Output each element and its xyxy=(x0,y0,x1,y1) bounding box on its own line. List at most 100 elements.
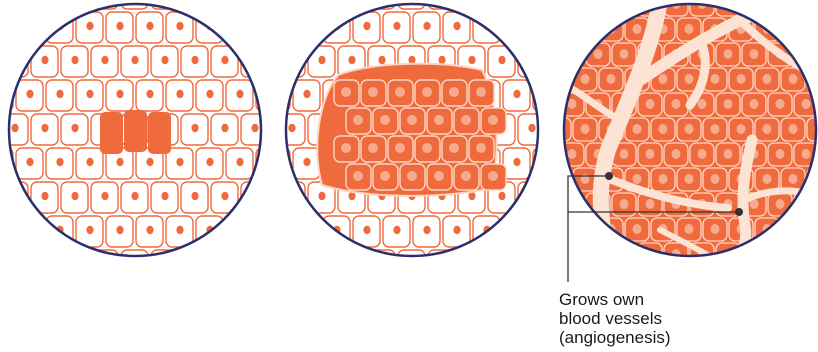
cell-nucleus xyxy=(0,22,4,30)
tumor-nucleus xyxy=(633,224,642,234)
tumor-nucleus xyxy=(568,0,577,9)
cell-nucleus xyxy=(543,22,550,30)
cell-nucleus xyxy=(0,90,4,98)
tumor-cell xyxy=(612,0,636,16)
abnormal-nucleus xyxy=(449,143,459,153)
cell-nucleus xyxy=(176,158,183,166)
cell-nucleus xyxy=(528,192,535,200)
cell-nucleus xyxy=(243,226,250,234)
abnormal-cell xyxy=(148,112,171,154)
cell-nucleus xyxy=(56,90,63,98)
cell-nucleus xyxy=(438,260,445,268)
tumor-nucleus xyxy=(815,174,818,184)
cell xyxy=(256,80,283,111)
tumor-nucleus xyxy=(633,124,642,134)
cell xyxy=(353,284,380,315)
cell-nucleus xyxy=(221,56,228,64)
cell xyxy=(1,250,28,281)
cell xyxy=(271,182,298,213)
tumor-nucleus xyxy=(568,149,577,159)
cell-nucleus xyxy=(11,124,18,132)
tumor-nucleus xyxy=(542,0,551,9)
cell xyxy=(443,284,470,315)
cell-nucleus xyxy=(423,226,430,234)
cell xyxy=(226,12,253,43)
cell-nucleus xyxy=(116,294,123,302)
abnormal-nucleus xyxy=(353,115,363,125)
tumor-nucleus xyxy=(646,99,655,109)
cell-nucleus xyxy=(101,260,108,268)
cell-nucleus xyxy=(116,22,123,30)
abnormal-nucleus xyxy=(422,87,432,97)
cell-nucleus xyxy=(131,260,138,268)
cell-nucleus xyxy=(258,56,265,64)
tumor-nucleus xyxy=(620,149,629,159)
cell-nucleus xyxy=(266,158,273,166)
tumor-nucleus xyxy=(607,74,616,84)
cell xyxy=(248,250,275,281)
tumor-nucleus xyxy=(542,149,551,159)
tumor-nucleus xyxy=(555,74,564,84)
cell-nucleus xyxy=(288,260,295,268)
cell-nucleus xyxy=(408,260,415,268)
cell xyxy=(503,12,530,43)
angiogenesis-caption: Grows own blood vessels (angiogenesis) xyxy=(559,290,799,347)
cell-nucleus xyxy=(438,56,445,64)
tumor-nucleus xyxy=(659,74,668,84)
cell-nucleus xyxy=(296,226,303,234)
cell-nucleus xyxy=(266,226,273,234)
tumor-nucleus xyxy=(776,199,785,209)
cell-nucleus xyxy=(288,56,295,64)
cell-nucleus xyxy=(228,260,235,268)
cell-nucleus xyxy=(513,22,520,30)
cell xyxy=(31,0,58,9)
cell-nucleus xyxy=(0,226,4,234)
tumor-cell xyxy=(781,18,805,41)
tumor-nucleus xyxy=(776,99,785,109)
cell-nucleus xyxy=(303,90,310,98)
cell-nucleus xyxy=(71,260,78,268)
cell-nucleus xyxy=(146,90,153,98)
cell xyxy=(1,0,28,9)
cell-nucleus xyxy=(273,294,280,302)
tumor-cell xyxy=(534,243,558,266)
cell-nucleus xyxy=(528,56,535,64)
tumor-nucleus xyxy=(737,124,746,134)
tumor-nucleus xyxy=(620,49,629,59)
cell-nucleus xyxy=(41,260,48,268)
cell xyxy=(166,284,193,315)
cell xyxy=(218,250,245,281)
cell-nucleus xyxy=(251,192,258,200)
cell-nucleus xyxy=(116,226,123,234)
tumor-nucleus xyxy=(672,149,681,159)
cell-nucleus xyxy=(116,158,123,166)
tumor-nucleus xyxy=(685,24,694,34)
cell xyxy=(241,250,268,281)
cell-nucleus xyxy=(483,294,490,302)
leader-dot-vessel-1 xyxy=(605,172,613,180)
cell xyxy=(278,182,305,213)
tumor-nucleus xyxy=(542,249,551,259)
tumor-cell xyxy=(768,243,792,266)
abnormal-nucleus xyxy=(461,115,471,125)
cell-nucleus xyxy=(251,260,258,268)
tumor-nucleus xyxy=(620,249,629,259)
tumor-nucleus xyxy=(724,49,733,59)
tumor-nucleus xyxy=(568,249,577,259)
tumor-cell xyxy=(794,243,818,266)
caption-line-2: blood vessels xyxy=(559,309,799,328)
cell xyxy=(248,46,275,77)
tumor-nucleus xyxy=(711,124,720,134)
cell-nucleus xyxy=(558,260,565,268)
cell xyxy=(263,80,290,111)
cell xyxy=(16,284,43,315)
tumor-cell xyxy=(547,68,571,91)
cell-nucleus xyxy=(56,294,63,302)
cell-nucleus xyxy=(86,158,93,166)
cell xyxy=(278,250,305,281)
tumor-nucleus xyxy=(672,99,681,109)
cell xyxy=(293,284,320,315)
cell-nucleus xyxy=(513,90,520,98)
cell-nucleus xyxy=(543,294,550,302)
tumor-nucleus xyxy=(763,174,772,184)
